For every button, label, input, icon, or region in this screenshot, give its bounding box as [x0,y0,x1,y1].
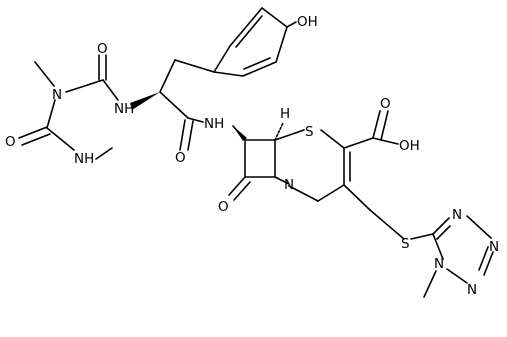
bond [228,176,246,196]
bond [243,57,271,70]
atom-label-ring-s: S [305,124,314,140]
atom-label-acid-oh: OH [399,138,420,154]
bond [274,122,284,141]
bond [483,251,494,276]
bond [229,7,263,47]
bond [213,45,231,73]
bond [213,71,244,77]
bond [187,117,204,123]
bond [159,91,189,119]
bond [179,119,186,151]
bond [261,7,288,28]
atom-label-lactam-o: O [218,199,229,215]
bonds [18,7,494,298]
atom-label-methyl-nh: NH [74,151,94,167]
bond [372,110,381,139]
bond [423,270,437,298]
bond [343,184,371,211]
atom-label-tetrazole-n1: N [452,207,462,223]
atom-label-acid-o: O [380,96,391,112]
bond [372,137,399,145]
bond [317,184,345,202]
bond [187,120,194,151]
bond [102,79,119,101]
bond [380,110,389,141]
atom-label-tetrazole-n2: N [489,239,499,255]
bond [432,233,444,260]
wedge-bond [130,92,160,110]
atom-labels: OH NH NH NH N O O O O H N S OH O S N N N… [5,14,499,298]
bond [174,59,215,73]
atom-label-amide-o: O [175,150,186,166]
bond [65,79,104,93]
bond [410,233,434,240]
bond [288,185,319,202]
bond [275,26,288,63]
bond [286,21,297,28]
bond [466,215,492,239]
atom-label-urea-o-top: O [97,41,108,57]
bond [18,126,48,139]
bond [432,217,450,235]
bond [95,147,113,160]
bond [233,181,251,201]
bond [320,129,345,149]
bond [46,127,75,151]
atom-label-urea-n: N [52,87,62,103]
atom-label-thio-s: S [401,236,410,252]
atom-label-phenol-oh: OH [297,14,318,30]
bond [21,133,51,146]
bond [446,268,468,284]
bond [274,129,305,141]
atom-label-stereo-h: H [280,106,290,122]
atom-label-tetrazole-n3: N [467,282,477,298]
bond [274,176,290,185]
bond [34,61,55,87]
bond [436,225,451,240]
atom-label-amide-nh: NH [114,101,134,117]
bond [369,209,405,240]
bond [46,99,56,129]
bond [235,15,263,48]
atom-label-lactam-side-nh: NH [204,116,224,132]
bond [478,246,489,271]
bond [242,61,277,77]
bond [343,137,374,149]
bond [232,125,246,141]
atom-label-lactam-n: N [284,177,294,193]
atom-label-tetrazole-n4: N [434,256,444,272]
atom-label-urea-o-left: O [5,134,16,150]
bond [159,59,176,93]
